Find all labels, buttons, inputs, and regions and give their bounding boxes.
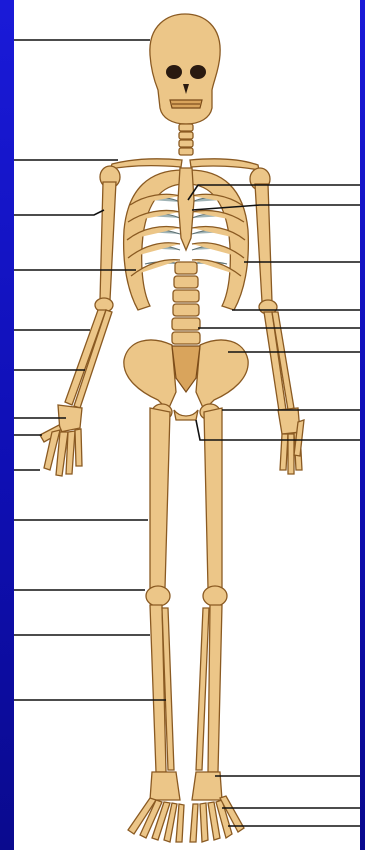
left-forearm [65,310,112,408]
right-lower-leg [196,605,222,772]
left-foot [128,772,184,842]
right-knee [203,586,227,606]
left-hand [40,405,82,476]
leader-line-right-2 [192,205,360,210]
right-forearm [264,312,294,411]
skull [150,14,220,124]
cervical-spine [179,124,193,155]
left-lower-leg [150,605,174,772]
lumbar-spine [172,262,200,344]
right-clavicle [190,159,259,170]
skeleton-figure [40,14,304,842]
left-femur [150,408,170,588]
left-humerus [100,182,116,300]
left-knee [146,586,170,606]
right-humerus [255,184,272,302]
left-clavicle [110,159,182,169]
sternum [178,168,194,250]
leader-line-left-3 [14,210,104,215]
right-femur [204,408,222,588]
right-foot [190,772,244,842]
right-hand [278,408,304,474]
